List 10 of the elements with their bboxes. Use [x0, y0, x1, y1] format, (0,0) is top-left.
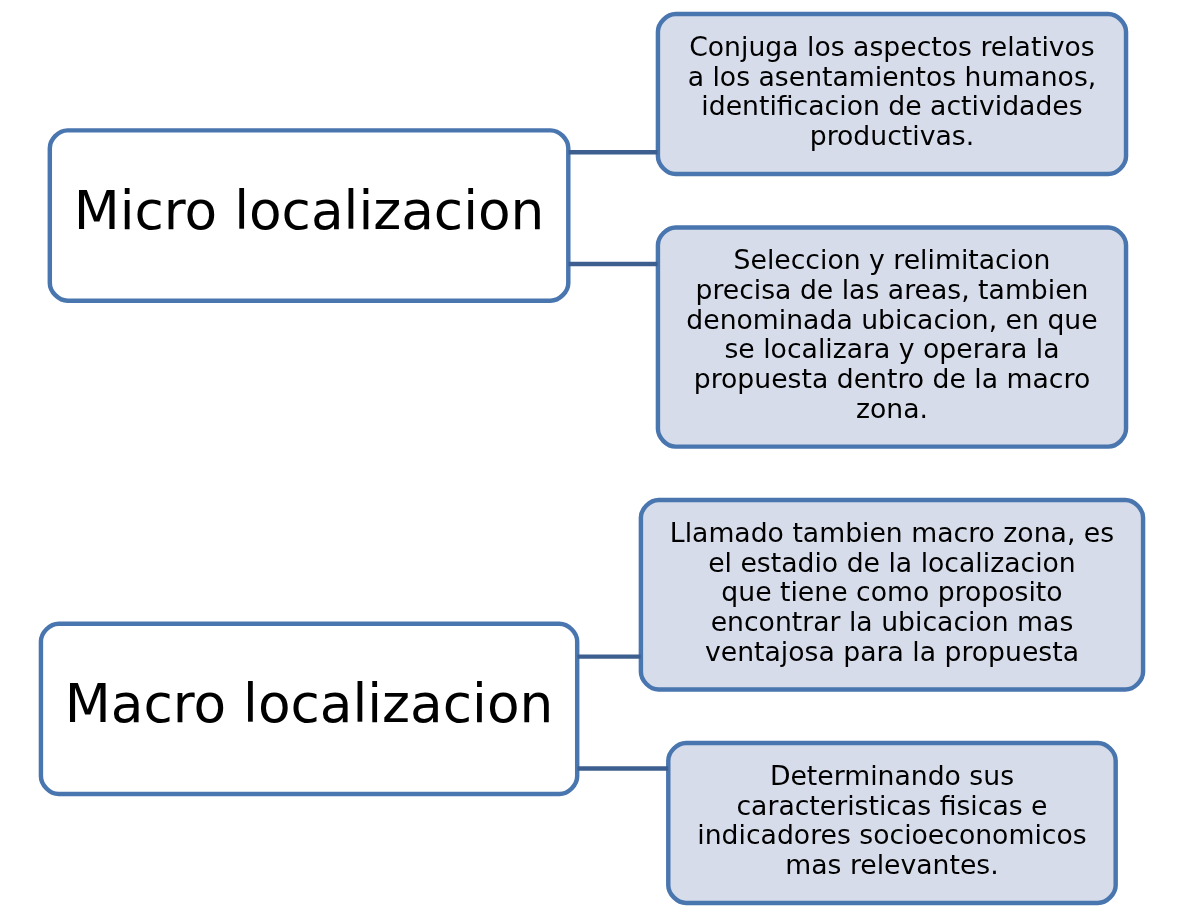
connector — [568, 150, 658, 155]
connector — [568, 261, 658, 267]
node-box: Micro localizacion — [47, 128, 571, 303]
node-box: Seleccion y relimitacion precisa de las areas, tambien denominada ubicacion, en que se localizara y operara la propuesta dentro de la macro zona. — [655, 225, 1129, 449]
node-box: Macro localizacion — [38, 621, 580, 797]
node-box: Conjuga los aspectos relativos a los asentamientos humanos, identificacion de actividades productivas. — [655, 11, 1129, 177]
connector — [577, 654, 641, 659]
node-box: Determinando sus caracteristicas fisicas e indicadores socioeconomicos mas relevantes. — [666, 740, 1118, 906]
connector — [577, 766, 669, 771]
node-box: Llamado tambien macro zona, es el estadio de la localizacion que tiene como proposito encontrar la ubicacion mas ventajosa para la propuesta — [638, 497, 1146, 692]
